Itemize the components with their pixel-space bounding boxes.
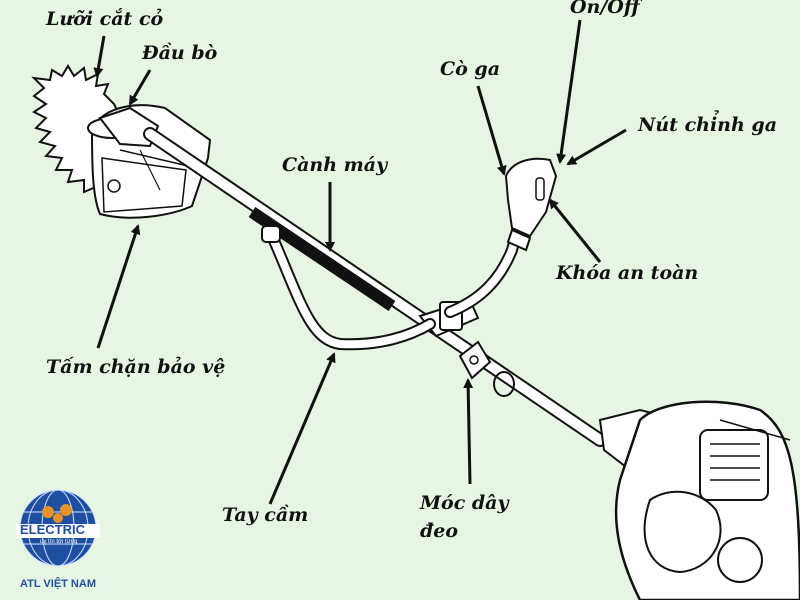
globe-icon (16, 489, 100, 567)
label-on-off: On/Off (570, 0, 640, 18)
label-co-ga: Cò ga (440, 58, 501, 80)
logo-brand: ELECTRIC (20, 522, 85, 537)
arrows (93, 19, 627, 505)
engine (598, 400, 800, 600)
label-khoa-an-toan: Khóa an toàn (556, 262, 699, 284)
throttle-grip (504, 157, 558, 252)
handlebar (261, 214, 526, 351)
label-tay-cam: Tay cầm (222, 504, 309, 526)
company-logo: ELECTRIC uy tín tới từng ATL VIỆT NAM (10, 484, 106, 596)
label-tam-chan-bao-ve: Tấm chặn bảo vệ (46, 356, 226, 378)
label-moc-day-deo-line1: Móc dây (420, 492, 509, 514)
label-dau-bo: Đầu bò (142, 42, 218, 64)
arrow-tam-chan-bao-ve (96, 224, 141, 349)
arrow-tay-cam (268, 352, 336, 505)
harness-hook (458, 340, 515, 397)
label-nut-chinh-ga: Nút chỉnh ga (638, 114, 778, 136)
label-moc-day-deo-line2: đeo (420, 520, 459, 542)
label-luoi-cat-co: Lưỡi cắt cỏ (46, 8, 164, 30)
logo-company: ATL VIỆT NAM (20, 578, 96, 590)
arrow-moc-day-deo (463, 378, 474, 485)
main-shaft (143, 127, 607, 447)
logo-tagline: uy tín tới từng (40, 539, 78, 545)
arrow-dau-bo (128, 69, 152, 106)
arrow-nut-chinh-ga (566, 128, 627, 166)
arrow-khoa-an-toan (548, 198, 602, 263)
arrow-on-off (556, 19, 582, 164)
arrow-co-ga (476, 85, 507, 176)
label-canh-may: Cành máy (282, 154, 388, 176)
arrow-luoi-cat-co (93, 35, 106, 78)
